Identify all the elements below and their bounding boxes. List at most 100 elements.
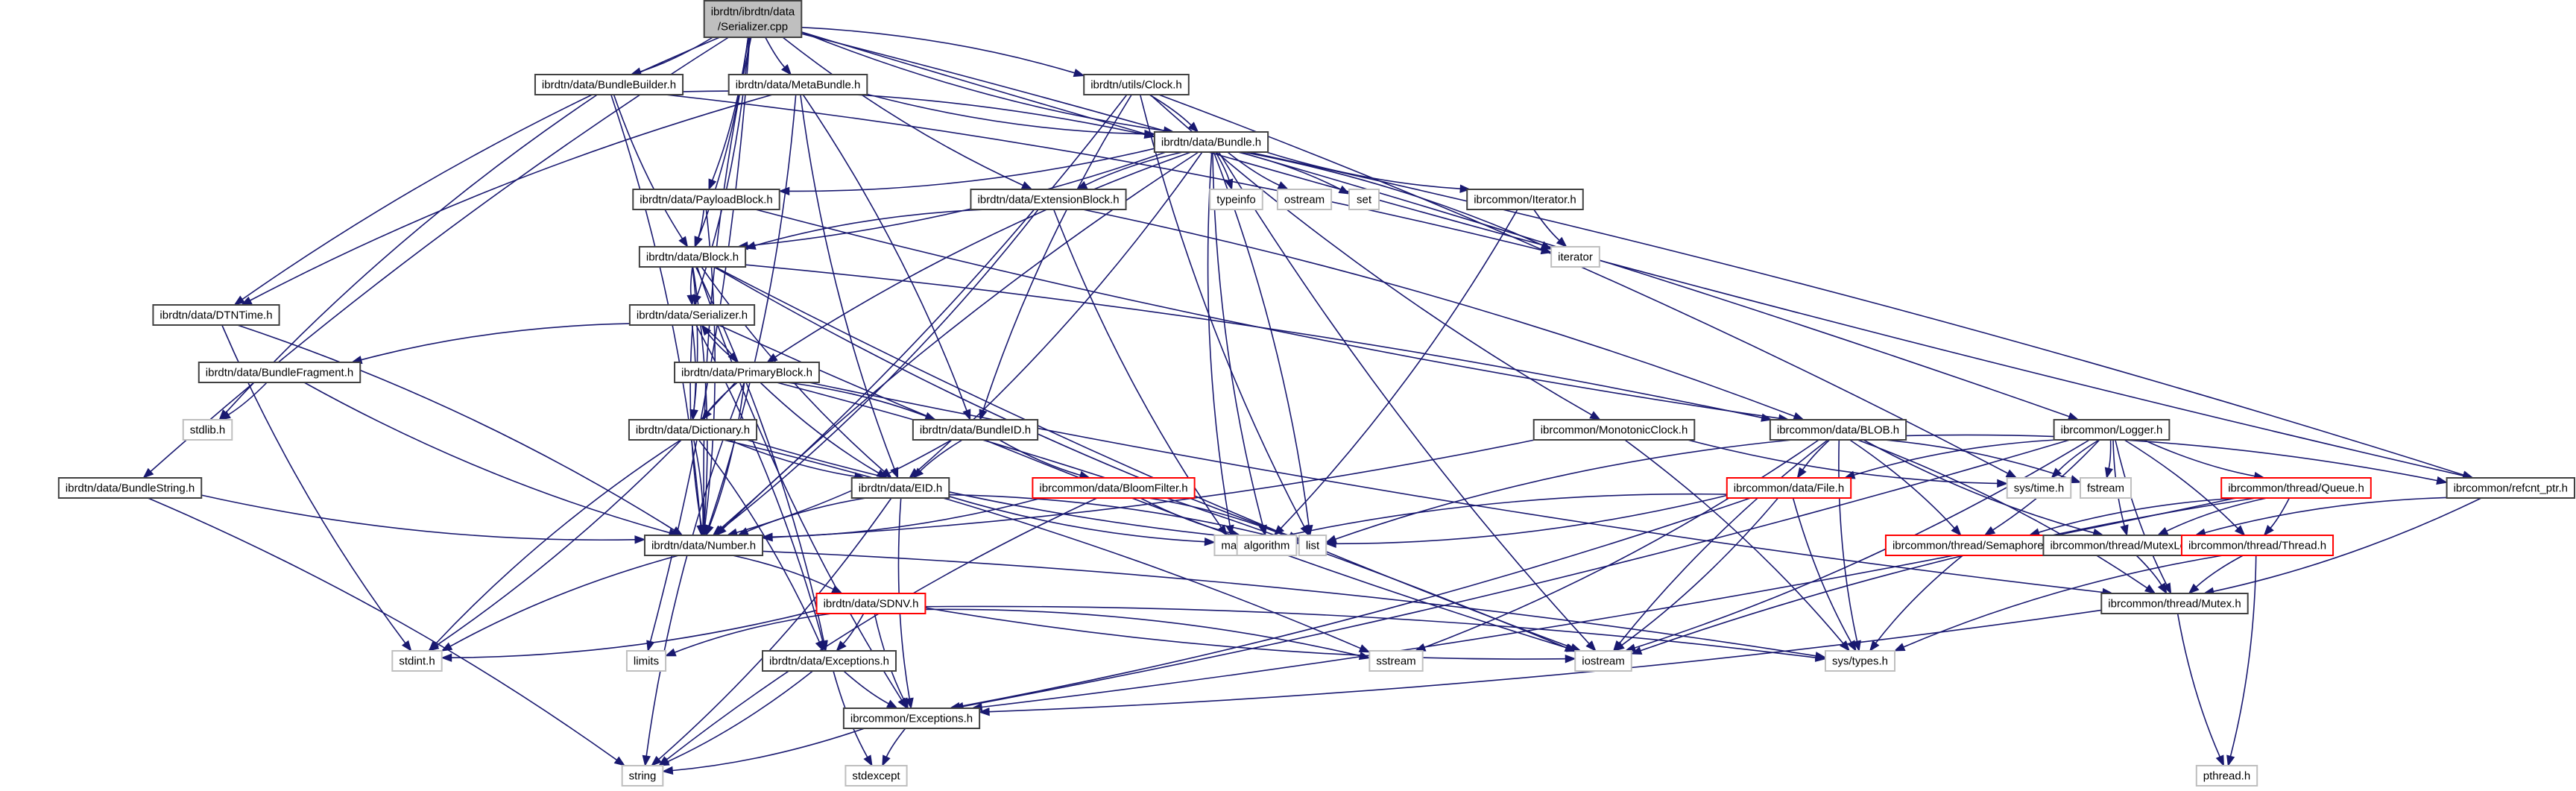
node-box[interactable] — [703, 0, 803, 38]
node-ibrdtn-data-bundle-h[interactable]: ibrdtn/data/Bundle.h — [1153, 131, 1269, 153]
node-box[interactable] — [2006, 477, 2072, 499]
node-box[interactable] — [1083, 74, 1190, 95]
node-list[interactable]: list — [1298, 535, 1328, 556]
node-box[interactable] — [198, 362, 362, 383]
node-box[interactable] — [1550, 246, 1600, 268]
node-ibrcommon-thread-queue-h[interactable]: ibrcommon/thread/Queue.h — [2220, 477, 2372, 499]
node-box[interactable] — [970, 189, 1127, 210]
node-typeinfo[interactable]: typeinfo — [1209, 189, 1263, 210]
node-box[interactable] — [1209, 189, 1263, 210]
node-ibrcommon-thread-mutex-h[interactable]: ibrcommon/thread/Mutex.h — [2100, 593, 2249, 614]
node-box[interactable] — [1726, 477, 1852, 499]
node-iostream[interactable]: iostream — [1574, 650, 1632, 672]
node-stdexcept[interactable]: stdexcept — [845, 765, 908, 787]
node-box[interactable] — [1884, 535, 2061, 556]
node-ibrcommon-thread-semaphore-h[interactable]: ibrcommon/thread/Semaphore.h — [1884, 535, 2061, 556]
node-ibrdtn-data-primaryblock-h[interactable]: ibrdtn/data/PrimaryBlock.h — [674, 362, 820, 383]
node-ibrcommon-monotonicclock-h[interactable]: ibrcommon/MonotonicClock.h — [1532, 419, 1696, 441]
node-box[interactable] — [727, 74, 868, 95]
node-box[interactable] — [1153, 131, 1269, 153]
node-box[interactable] — [2195, 765, 2258, 787]
node-box[interactable] — [845, 765, 908, 787]
node-ibrdtn-data-metabundle-h[interactable]: ibrdtn/data/MetaBundle.h — [727, 74, 868, 95]
edge-Logger-to-Mutex — [2115, 439, 2168, 585]
node-box[interactable] — [638, 246, 747, 268]
node-box[interactable] — [1348, 189, 1380, 210]
node-box[interactable] — [674, 362, 820, 383]
node-fstream[interactable]: fstream — [2079, 477, 2133, 499]
node-box[interactable] — [1236, 535, 1298, 556]
edge-MetaBundle-to-BundleID — [802, 94, 967, 412]
arrowhead-icon — [708, 178, 717, 191]
node-ibrdtn-data-bundlebuilder-h[interactable]: ibrdtn/data/BundleBuilder.h — [534, 74, 684, 95]
node-box[interactable] — [1298, 535, 1328, 556]
node-stdint-h[interactable]: stdint.h — [391, 650, 443, 672]
node-ibrcommon-data-bloomfilter-h[interactable]: ibrcommon/data/BloomFilter.h — [1032, 477, 1196, 499]
node-ibrcommon-data-file-h[interactable]: ibrcommon/data/File.h — [1726, 477, 1852, 499]
node-string[interactable]: string — [621, 765, 664, 787]
node-box[interactable] — [1466, 189, 1584, 210]
node-box[interactable] — [152, 304, 280, 326]
node-box[interactable] — [643, 535, 764, 556]
node-box[interactable] — [815, 593, 926, 614]
node-box[interactable] — [182, 419, 233, 441]
node-box[interactable] — [534, 74, 684, 95]
node-box[interactable] — [1276, 189, 1333, 210]
node-ibrdtn-data-bundlestring-h[interactable]: ibrdtn/data/BundleString.h — [57, 477, 203, 499]
node-ibrdtn-data-bundlefragment-h[interactable]: ibrdtn/data/BundleFragment.h — [198, 362, 362, 383]
node-ibrdtn-data-dtntime-h[interactable]: ibrdtn/data/DTNTime.h — [152, 304, 280, 326]
node-box[interactable] — [2180, 535, 2334, 556]
node-ibrdtn-data-payloadblock-h[interactable]: ibrdtn/data/PayloadBlock.h — [632, 189, 780, 210]
node-ibrdtn-data-eid-h[interactable]: ibrdtn/data/EID.h — [850, 477, 950, 499]
node-ibrcommon-logger-h[interactable]: ibrcommon/Logger.h — [2053, 419, 2171, 441]
node-box[interactable] — [762, 650, 897, 672]
node-box[interactable] — [2446, 477, 2575, 499]
node-box[interactable] — [628, 419, 758, 441]
node-label: iostream — [1582, 655, 1625, 668]
node-box[interactable] — [842, 708, 981, 729]
node-box[interactable] — [621, 765, 664, 787]
node-box[interactable] — [632, 189, 780, 210]
node-ibrcommon-exceptions-h[interactable]: ibrcommon/Exceptions.h — [842, 708, 981, 729]
node-box[interactable] — [850, 477, 950, 499]
node-ibrdtn-data-serializer-h[interactable]: ibrdtn/data/Serializer.h — [628, 304, 756, 326]
node-box[interactable] — [1769, 419, 1907, 441]
node-box[interactable] — [2100, 593, 2249, 614]
node-box[interactable] — [1368, 650, 1424, 672]
node-ibrdtn-data-dictionary-h[interactable]: ibrdtn/data/Dictionary.h — [628, 419, 758, 441]
node-ibrdtn-data-bundleid-h[interactable]: ibrdtn/data/BundleID.h — [912, 419, 1039, 441]
node-set[interactable]: set — [1348, 189, 1380, 210]
node-box[interactable] — [391, 650, 443, 672]
node-ibrdtn-data-exceptions-h[interactable]: ibrdtn/data/Exceptions.h — [762, 650, 897, 672]
node-sys-types-h[interactable]: sys/types.h — [1824, 650, 1896, 672]
node-box[interactable] — [912, 419, 1039, 441]
node-box[interactable] — [2053, 419, 2171, 441]
node-pthread-h[interactable]: pthread.h — [2195, 765, 2258, 787]
node-ibrcommon-thread-thread-h[interactable]: ibrcommon/thread/Thread.h — [2180, 535, 2334, 556]
node-stdlib-h[interactable]: stdlib.h — [182, 419, 233, 441]
node-ibrcommon-iterator-h[interactable]: ibrcommon/Iterator.h — [1466, 189, 1584, 210]
node-ibrdtn-data-sdnv-h[interactable]: ibrdtn/data/SDNV.h — [815, 593, 926, 614]
node-box[interactable] — [2079, 477, 2133, 499]
node-box[interactable] — [625, 650, 667, 672]
node-box[interactable] — [628, 304, 756, 326]
node-ibrdtn-data-block-h[interactable]: ibrdtn/data/Block.h — [638, 246, 747, 268]
node-box[interactable] — [1532, 419, 1696, 441]
node-sstream[interactable]: sstream — [1368, 650, 1424, 672]
node-iterator[interactable]: iterator — [1550, 246, 1600, 268]
node-algorithm[interactable]: algorithm — [1236, 535, 1298, 556]
node-box[interactable] — [1574, 650, 1632, 672]
node-ibrcommon-data-blob-h[interactable]: ibrcommon/data/BLOB.h — [1769, 419, 1907, 441]
node-box[interactable] — [57, 477, 203, 499]
node-box[interactable] — [1032, 477, 1196, 499]
node-ibrdtn-data-extensionblock-h[interactable]: ibrdtn/data/ExtensionBlock.h — [970, 189, 1127, 210]
node-box[interactable] — [2220, 477, 2372, 499]
node-limits[interactable]: limits — [625, 650, 667, 672]
node-ibrcommon-refcnt-ptr-h[interactable]: ibrcommon/refcnt_ptr.h — [2446, 477, 2575, 499]
node-sys-time-h[interactable]: sys/time.h — [2006, 477, 2072, 499]
node-ibrdtn-ibrdtn-data-serializer-cpp[interactable]: ibrdtn/ibrdtn/data/Serializer.cpp — [703, 0, 803, 38]
node-ostream[interactable]: ostream — [1276, 189, 1333, 210]
node-ibrdtn-data-number-h[interactable]: ibrdtn/data/Number.h — [643, 535, 764, 556]
node-box[interactable] — [1824, 650, 1896, 672]
node-ibrdtn-utils-clock-h[interactable]: ibrdtn/utils/Clock.h — [1083, 74, 1190, 95]
